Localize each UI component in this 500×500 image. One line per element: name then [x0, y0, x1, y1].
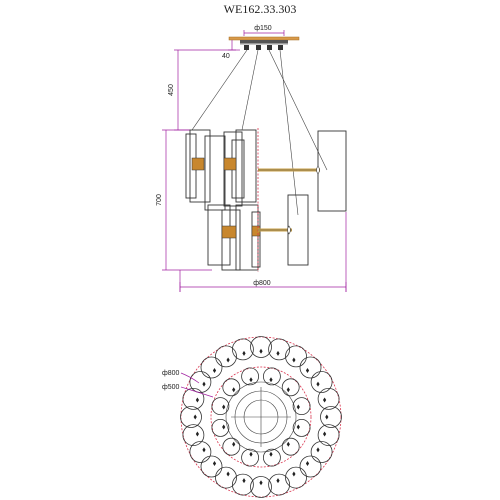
bulb-icon	[323, 431, 327, 437]
glass-petal	[215, 466, 237, 489]
glass-petal	[182, 387, 205, 410]
glass-petal	[268, 473, 291, 496]
glass-petal	[222, 378, 241, 397]
bulb-icon	[325, 414, 329, 420]
model-title: WE162.33.303	[224, 2, 297, 16]
glass-petal	[292, 397, 311, 416]
ceiling-canopy	[228, 36, 300, 50]
glass-petal	[285, 466, 307, 489]
chandelier-elevation	[185, 128, 347, 272]
canopy-diameter-label: ф150	[254, 25, 272, 32]
inner-diameter-circle	[210, 366, 312, 468]
suspension-cables	[191, 49, 328, 216]
glass-petal	[250, 336, 272, 358]
plan-inner-diameter-label: ф500	[162, 384, 180, 391]
bulb-icon	[292, 357, 296, 363]
bulb-icon	[222, 404, 226, 410]
bulb-icon	[316, 165, 320, 175]
bulb-icon	[212, 368, 217, 373]
bulb-icon	[212, 461, 217, 466]
bulb-icon	[287, 225, 291, 235]
bulb-icon	[226, 471, 230, 477]
glass-petal	[222, 437, 241, 456]
glass-petal	[200, 455, 223, 478]
glass-petal	[215, 345, 237, 368]
bulb-icon	[202, 381, 206, 387]
bulb-icon	[232, 441, 236, 447]
bulb-icon	[232, 387, 236, 393]
glass-petal	[180, 406, 202, 428]
glass-petal	[268, 338, 291, 361]
glass-petal	[189, 371, 212, 393]
glass-petal	[292, 418, 311, 437]
bulb-icon	[316, 447, 320, 453]
body-height-label: 700	[156, 194, 163, 206]
brass-accent	[223, 157, 237, 171]
glass-petal	[310, 371, 333, 393]
bulb-icon	[276, 478, 280, 484]
bulb-icon	[259, 348, 263, 354]
glass-petal	[211, 397, 230, 416]
glass-petal	[299, 356, 322, 379]
bulb-icon	[195, 397, 199, 403]
glass-petal	[231, 473, 254, 496]
glass-petal	[317, 424, 340, 447]
glass-petal	[200, 356, 223, 379]
bulb-icon	[292, 471, 296, 477]
overall-diameter-label: ф800	[253, 280, 271, 287]
glass-petal	[281, 437, 300, 456]
bulb-icon	[276, 350, 280, 356]
glass-petal	[189, 441, 212, 463]
bulb-icon	[202, 447, 206, 453]
suspension-height-dimension: 450	[168, 49, 236, 131]
glass-petal	[211, 418, 230, 437]
bulb-icon	[323, 397, 327, 403]
suspension-height-label: 450	[168, 84, 175, 96]
bulb-icon	[305, 368, 310, 373]
bulb-icon	[195, 431, 199, 437]
chandelier-plan-view	[180, 336, 342, 498]
glass-petal	[262, 448, 281, 467]
glass-petal	[299, 455, 322, 478]
glass-petal	[250, 476, 272, 498]
glass-petal	[281, 378, 300, 397]
bulb-icon	[296, 424, 300, 430]
canopy-diameter-dimension: ф150	[243, 25, 285, 36]
brass-accent	[191, 157, 205, 171]
glass-petal	[310, 441, 333, 463]
bulb-icon	[222, 424, 226, 430]
glass-petal	[241, 448, 260, 467]
glass-petal	[285, 345, 307, 368]
bulb-icon	[242, 478, 246, 484]
glass-petal	[262, 367, 281, 386]
bulb-icon	[269, 451, 273, 457]
bulb-icon	[242, 350, 246, 356]
bulb-icon	[249, 451, 253, 457]
bulb-icon	[305, 461, 310, 466]
bulb-icon	[296, 404, 300, 410]
canopy-height-label: 40	[222, 53, 230, 60]
bulb-icon	[249, 377, 253, 383]
glass-petal	[241, 367, 260, 386]
bulb-icon	[259, 480, 263, 486]
plan-outer-diameter-label: ф800	[162, 370, 180, 377]
body-height-dimension: 700	[156, 129, 212, 271]
brass-accent	[221, 225, 237, 239]
bulb-icon	[286, 387, 290, 393]
bulb-icon	[286, 441, 290, 447]
overall-diameter-dimension: ф800	[179, 212, 347, 292]
outer-diameter-circle	[180, 336, 342, 498]
plan-diameter-labels: ф800 ф500	[162, 370, 214, 398]
bulb-icon	[269, 377, 273, 383]
glass-petal	[182, 424, 205, 447]
bulb-icon	[316, 381, 320, 387]
glass-petal	[317, 387, 340, 410]
glass-petal	[231, 338, 254, 361]
bulb-icon	[226, 357, 230, 363]
bulb-icon	[193, 414, 197, 420]
glass-petal	[320, 406, 342, 428]
